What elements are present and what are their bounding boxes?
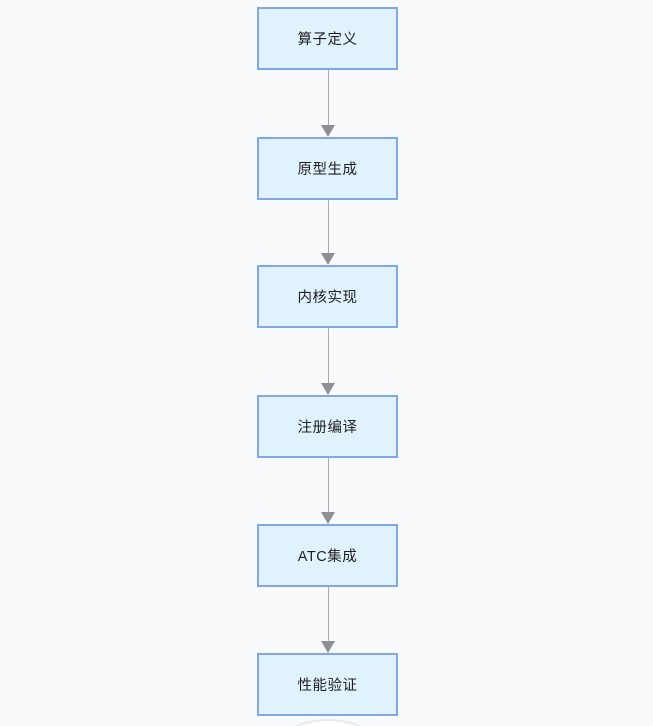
connector-2 — [320, 200, 336, 265]
partial-ellipse-node[interactable] — [268, 719, 388, 726]
node-label: 注册编译 — [297, 420, 358, 436]
connector-3 — [320, 328, 336, 395]
flow-node-registration-compilation[interactable]: 注册编译 — [257, 395, 398, 458]
arrow-down-icon — [321, 253, 335, 265]
connector-4 — [320, 458, 336, 524]
node-label: 算子定义 — [297, 32, 358, 48]
node-label: 原型生成 — [297, 162, 358, 178]
arrow-down-icon — [321, 383, 335, 395]
connector-line — [327, 70, 329, 126]
node-label: 内核实现 — [297, 290, 358, 306]
arrow-down-icon — [321, 125, 335, 137]
arrow-down-icon — [321, 512, 335, 524]
flow-node-performance-verification[interactable]: 性能验证 — [257, 653, 398, 716]
flow-node-kernel-implementation[interactable]: 内核实现 — [257, 265, 398, 328]
connector-line — [327, 458, 329, 513]
flow-node-prototype-generation[interactable]: 原型生成 — [257, 137, 398, 200]
connector-line — [327, 328, 329, 384]
connector-line — [327, 587, 329, 642]
arrow-down-icon — [321, 641, 335, 653]
node-label: 性能验证 — [297, 678, 358, 694]
flow-node-operator-definition[interactable]: 算子定义 — [257, 7, 398, 70]
connector-5 — [320, 587, 336, 653]
flow-node-atc-integration[interactable]: ATC集成 — [257, 524, 398, 587]
connector-line — [327, 200, 329, 254]
connector-1 — [320, 70, 336, 137]
node-label: ATC集成 — [297, 549, 358, 565]
